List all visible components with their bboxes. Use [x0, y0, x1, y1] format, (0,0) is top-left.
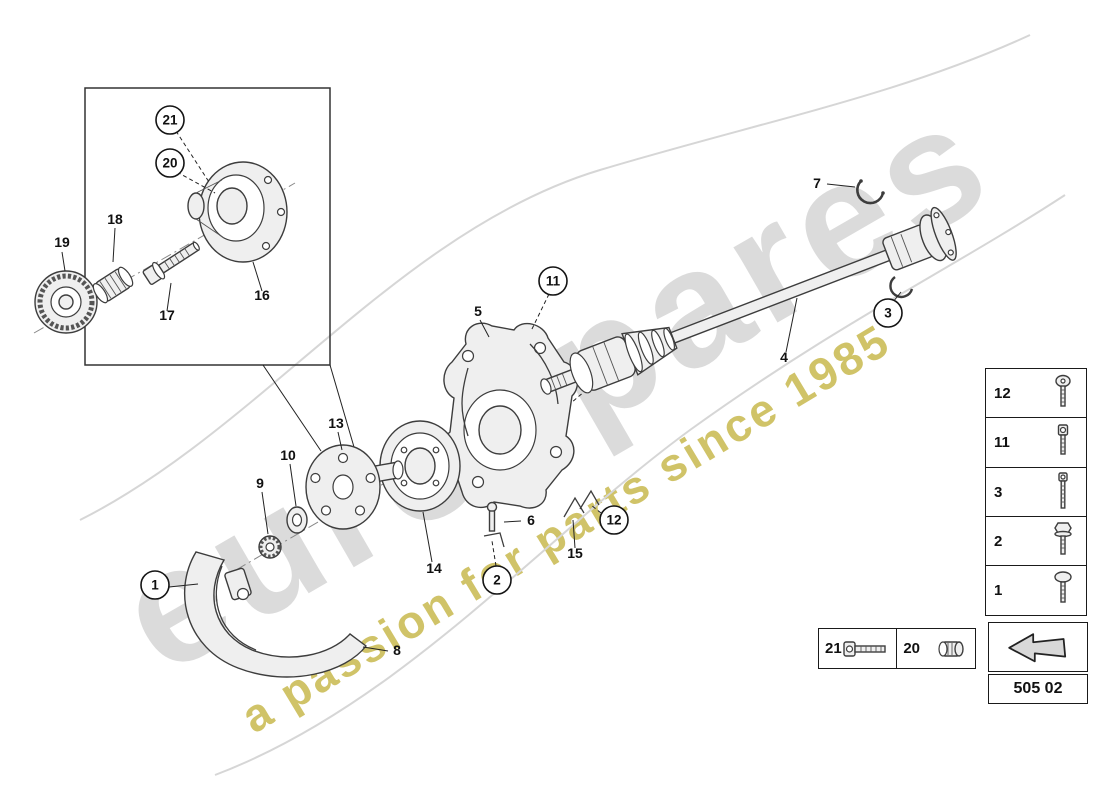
- fastener-box-2[interactable]: 2: [985, 515, 1087, 567]
- wheel-carrier-drawing: [441, 322, 579, 509]
- svg-text:21: 21: [162, 113, 178, 128]
- brake-anchor-plate-drawing: [183, 551, 367, 678]
- label-9[interactable]: 9: [256, 475, 264, 491]
- label-14[interactable]: 14: [426, 560, 442, 576]
- svg-text:20: 20: [162, 156, 177, 171]
- cap-bolt-icon: [843, 640, 886, 657]
- svg-text:12: 12: [606, 513, 621, 528]
- callout-20[interactable]: 20: [155, 148, 185, 178]
- bushing-icon: [938, 640, 965, 657]
- spring-clips-drawing: [563, 489, 600, 518]
- nav-arrow-box[interactable]: [988, 622, 1088, 672]
- fastener-number: 2: [994, 532, 1003, 550]
- speed-sensor-drawing: [483, 501, 505, 548]
- fastener-reference-panel: 12 11 3: [985, 368, 1087, 617]
- label-17[interactable]: 17: [159, 307, 175, 323]
- label-8[interactable]: 8: [393, 642, 401, 658]
- fastener-number: 3: [994, 483, 1003, 501]
- label-15[interactable]: 15: [567, 545, 583, 561]
- label-4[interactable]: 4: [780, 349, 788, 365]
- swoosh-curves: [79, 34, 1066, 776]
- fastener-box-1[interactable]: 1: [985, 565, 1087, 617]
- part-code-box: 505 02: [988, 674, 1088, 704]
- label-6[interactable]: 6: [527, 512, 535, 528]
- callout-3[interactable]: 3: [873, 298, 903, 328]
- fastener-number: 12: [994, 385, 1011, 402]
- label-5[interactable]: 5: [474, 303, 482, 319]
- hub-bolt-drawing: [142, 241, 200, 285]
- hub-flange-drawing: [305, 444, 404, 530]
- callout-12[interactable]: 12: [599, 505, 629, 535]
- leader-lines: [61, 130, 902, 652]
- label-19[interactable]: 19: [54, 234, 70, 250]
- label-13[interactable]: 13: [328, 415, 344, 431]
- fastener-box-11[interactable]: 11: [985, 417, 1087, 469]
- circlip-3-drawing: [889, 276, 914, 299]
- long-bolt-icon: [1058, 472, 1068, 509]
- label-10[interactable]: 10: [280, 447, 296, 463]
- hardware-number: 21: [825, 640, 842, 657]
- wheel-hub-drawing: [187, 161, 288, 263]
- washer-drawing: [286, 506, 308, 534]
- fastener-box-3[interactable]: 3: [985, 466, 1087, 518]
- callout-1[interactable]: 1: [140, 570, 170, 600]
- hardware-box-20[interactable]: 20: [896, 628, 977, 669]
- torx-screw-icon: [1055, 374, 1071, 407]
- callout-11[interactable]: 11: [538, 266, 568, 296]
- socket-bolt-icon: [1057, 424, 1069, 455]
- svg-text:11: 11: [546, 274, 561, 289]
- fastener-number: 1: [994, 582, 1003, 600]
- detail-box: [84, 87, 355, 452]
- drive-shaft-drawing: [540, 206, 957, 395]
- splined-sleeve-drawing: [92, 266, 134, 304]
- hardware-number: 20: [903, 640, 920, 657]
- back-arrow-icon: [1008, 633, 1067, 663]
- coupling-gear-drawing: [34, 270, 98, 334]
- label-16[interactable]: 16: [254, 287, 270, 303]
- pan-screw-icon: [1054, 571, 1072, 603]
- fastener-box-12[interactable]: 12: [985, 368, 1087, 419]
- svg-text:2: 2: [493, 573, 501, 588]
- label-18[interactable]: 18: [107, 211, 123, 227]
- callout-21[interactable]: 21: [155, 105, 185, 135]
- fastener-number: 11: [994, 434, 1010, 452]
- wheel-bearing-drawing: [379, 420, 461, 512]
- part-code: 505 02: [1013, 680, 1063, 697]
- callout-2[interactable]: 2: [482, 565, 512, 595]
- splined-nut-drawing: [258, 535, 282, 559]
- hardware-box-21[interactable]: 21: [818, 628, 898, 669]
- svg-text:1: 1: [151, 578, 159, 593]
- label-7[interactable]: 7: [813, 175, 821, 191]
- circlip-7-drawing: [856, 179, 885, 205]
- hex-bolt-icon: [1054, 522, 1072, 556]
- hardware-reference-box: 21 20: [818, 628, 977, 669]
- svg-text:3: 3: [884, 306, 892, 321]
